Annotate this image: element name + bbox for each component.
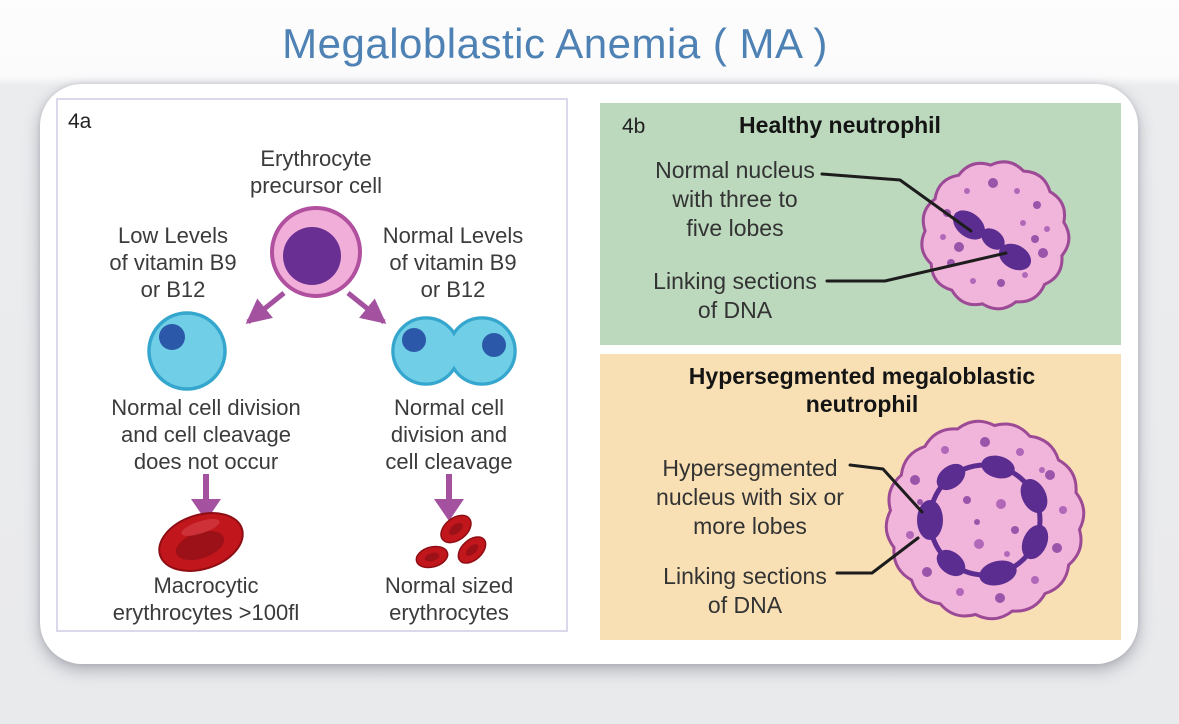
healthy-dna-note: Linking sections of DNA — [653, 268, 817, 323]
figure-b-label: 4b — [622, 115, 646, 138]
page-title: Megaloblastic Anemia ( MA ) — [282, 20, 828, 67]
arrow-normal-branch — [346, 291, 387, 324]
annotation-leader-lines — [835, 463, 924, 575]
hypersegmented-nucleus-note: Hypersegmented nucleus with six or more … — [656, 455, 844, 539]
arrow-right-result — [434, 474, 464, 521]
arrow-low-branch — [245, 291, 286, 324]
hypersegmented-neutrophil-graphics — [835, 419, 1086, 621]
figure-a-label: 4a — [68, 110, 92, 133]
panel-hypersegmented-neutrophil: Hypersegmented megaloblastic neutrophil … — [600, 354, 1121, 640]
normal-cleavage-label: Normal cell division and cell cleavage — [385, 395, 513, 474]
hypersegmented-neutrophil-cell-illustration — [884, 419, 1086, 621]
hyper-dna-note: Linking sections of DNA — [663, 563, 827, 618]
normal-nucleus-note: Normal nucleus with three to five lobes — [655, 157, 815, 241]
panel-healthy-neutrophil: 4b Healthy neutrophil Normal nucleus wit… — [600, 103, 1121, 345]
undivided-cell-illustration — [147, 311, 227, 391]
normal-levels-label: Normal Levels of vitamin B9 or B12 — [382, 223, 524, 302]
healthy-neutrophil-graphics — [820, 160, 1071, 311]
dividing-cell-illustration — [391, 316, 517, 386]
hypersegmented-heading: Hypersegmented megaloblastic neutrophil — [688, 363, 1036, 417]
low-levels-label: Low Levels of vitamin B9 or B12 — [109, 223, 237, 302]
precursor-caption: Erythrocyte precursor cell — [249, 146, 383, 198]
healthy-neutrophil-heading: Healthy neutrophil — [739, 112, 941, 138]
normal-erythrocytes-illustration — [415, 514, 487, 569]
flowchart-graphics — [147, 206, 517, 572]
arrow-left-result — [191, 474, 221, 521]
macrocytic-result-label: Macrocytic erythrocytes >100fl — [112, 573, 300, 625]
healthy-neutrophil-cell-illustration — [920, 160, 1071, 311]
erythrocyte-precursor-cell-illustration — [270, 206, 362, 298]
diagram-card: 4a — [40, 84, 1138, 664]
annotation-leader-lines — [820, 172, 1008, 283]
macrocytic-erythrocyte-illustration — [158, 512, 244, 572]
no-cleavage-label: Normal cell division and cell cleavage d… — [111, 395, 301, 474]
panel-erythrocyte-flowchart: 4a — [56, 98, 568, 632]
normal-result-label: Normal sized erythrocytes — [384, 573, 514, 625]
